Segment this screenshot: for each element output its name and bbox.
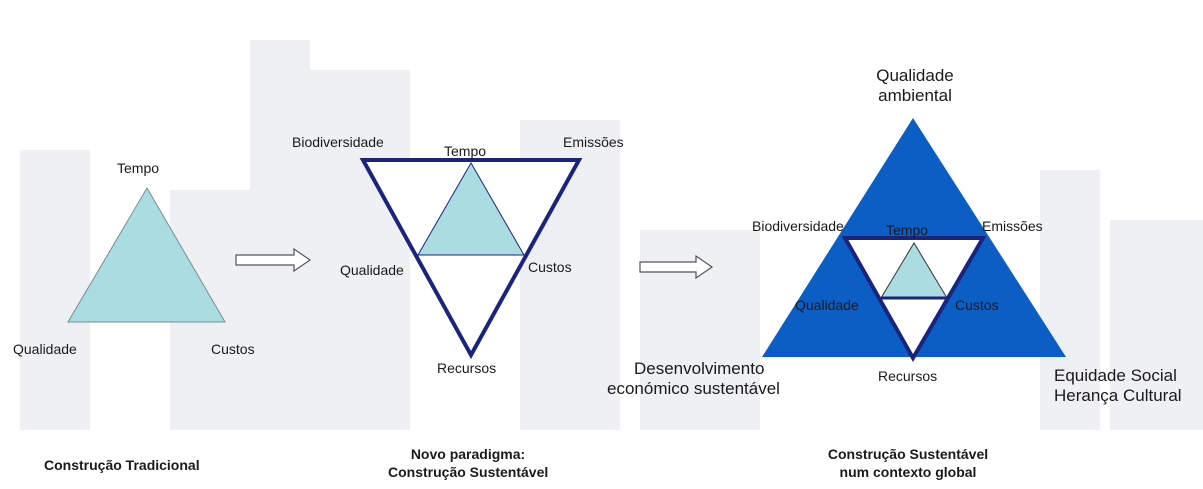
caption-line: Novo paradigma:: [410, 446, 526, 462]
label-line: económico sustentável: [607, 379, 780, 398]
label-line: Desenvolvimento: [634, 359, 765, 378]
label-qualidade: Qualidade: [13, 341, 77, 357]
label-qualidade: Qualidade: [340, 262, 404, 278]
label-equidade: Equidade Social Herança Cultural: [1054, 366, 1182, 406]
label-line: ambiental: [878, 86, 952, 105]
paradigm-outer-triangle: [359, 158, 583, 360]
caption-traditional: Construção Tradicional: [44, 457, 200, 473]
caption-paradigm: Novo paradigma: Construção Sustentável: [388, 445, 548, 481]
label-tempo: Tempo: [117, 160, 160, 176]
label-emissoes: Emissões: [982, 218, 1043, 234]
label-qualidade-ambiental: Qualidade ambiental: [860, 66, 970, 106]
arrow-right-icon: [639, 254, 714, 280]
label-biodiversidade: Biodiversidade: [752, 218, 844, 234]
traditional-triangle: [67, 187, 226, 323]
label-recursos: Recursos: [437, 360, 497, 376]
label-custos: Custos: [955, 297, 999, 313]
label-custos: Custos: [211, 341, 255, 357]
label-desenvolvimento: Desenvolvimento económico sustentável: [607, 359, 780, 399]
label-line: Equidade Social: [1054, 366, 1177, 385]
caption-line: num contexto global: [839, 464, 977, 480]
label-recursos: Recursos: [878, 368, 938, 384]
label-biodiversidade: Biodiversidade: [292, 134, 384, 150]
skyline-background: [20, 40, 1203, 430]
label-line: Qualidade: [876, 66, 954, 85]
caption-line: Construção Sustentável: [388, 464, 549, 480]
label-emissoes: Emissões: [563, 134, 624, 150]
caption-line: Construção Sustentável: [827, 446, 989, 462]
label-qualidade: Qualidade: [795, 297, 859, 313]
label-tempo: Tempo: [444, 143, 487, 159]
paradigm-inner-triangle: [417, 161, 525, 256]
label-tempo: Tempo: [886, 222, 929, 238]
label-custos: Custos: [528, 259, 572, 275]
caption-global: Construção Sustentável num contexto glob…: [808, 445, 1008, 481]
label-line: Herança Cultural: [1054, 386, 1182, 405]
arrow-right-icon: [235, 247, 312, 273]
